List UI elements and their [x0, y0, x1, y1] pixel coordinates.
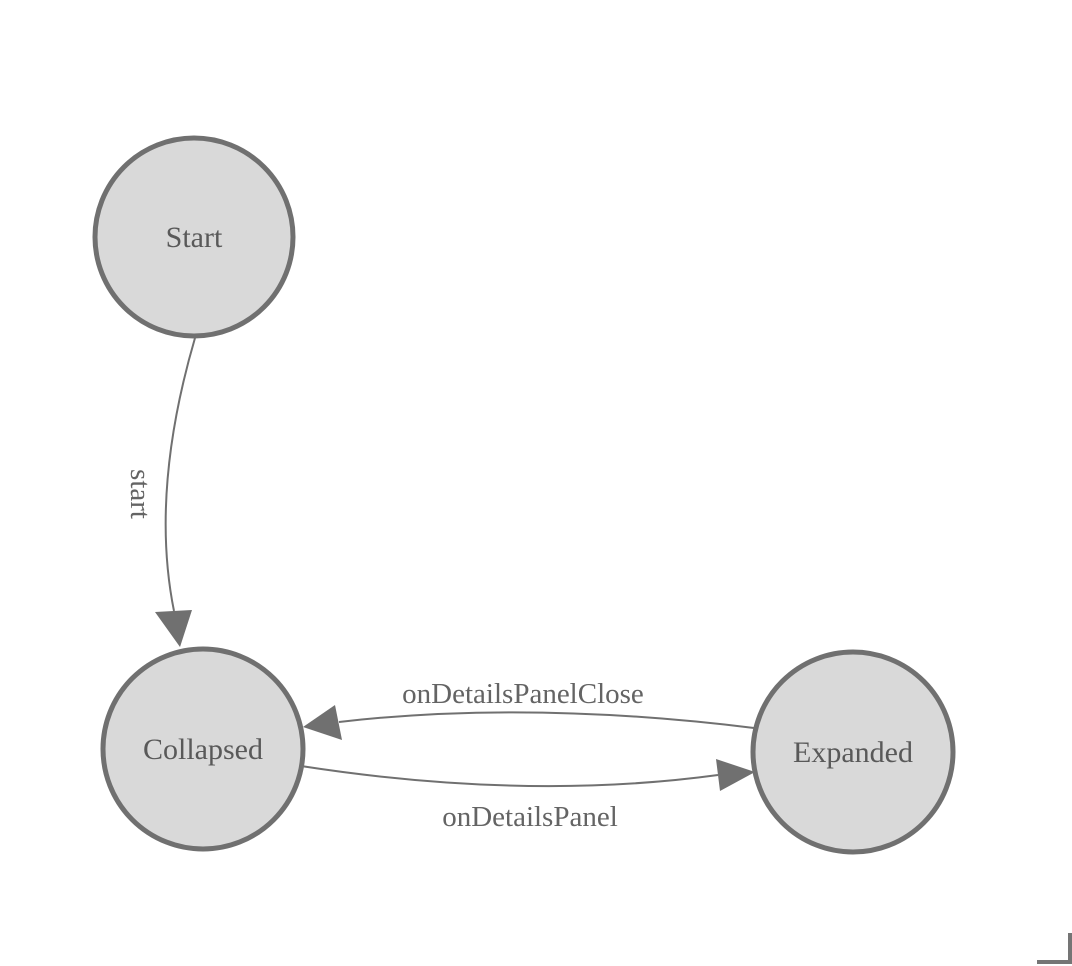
transition-start: start: [124, 337, 196, 647]
state-node-collapsed[interactable]: Collapsed: [100, 646, 306, 852]
state-circle-expanded[interactable]: [750, 649, 956, 855]
transition-curve-ondetailspanelclose: [338, 711, 755, 729]
arrowhead-expanded-to-collapsed: [303, 705, 342, 740]
state-node-expanded[interactable]: Expanded: [750, 649, 956, 855]
frame-corner-vertical-bar: [1068, 933, 1072, 964]
transition-ondetailspanel: onDetailsPanel: [300, 759, 755, 833]
state-circle-collapsed[interactable]: [100, 646, 306, 852]
state-label-expanded: Expanded: [793, 736, 913, 769]
transition-curve-ondetailspanel: [300, 765, 719, 788]
frame-corner-horizontal-bar: [1037, 960, 1072, 964]
arrowhead-collapsed-to-expanded: [716, 759, 755, 791]
arrowhead-start-to-collapsed: [155, 610, 192, 647]
state-label-start: Start: [166, 221, 223, 254]
state-node-start[interactable]: Start: [92, 135, 296, 339]
transition-ondetailspanelclose: onDetailsPanelClose: [303, 678, 755, 740]
transition-label-ondetailspanel[interactable]: onDetailsPanel: [442, 801, 618, 833]
state-label-collapsed: Collapsed: [143, 733, 263, 766]
frame-corner: [1037, 933, 1072, 964]
state-circle-start[interactable]: [92, 135, 296, 339]
transition-label-start[interactable]: start: [124, 469, 156, 519]
transition-label-ondetailspanelclose[interactable]: onDetailsPanelClose: [402, 678, 644, 710]
transition-curve-start: [164, 337, 196, 612]
